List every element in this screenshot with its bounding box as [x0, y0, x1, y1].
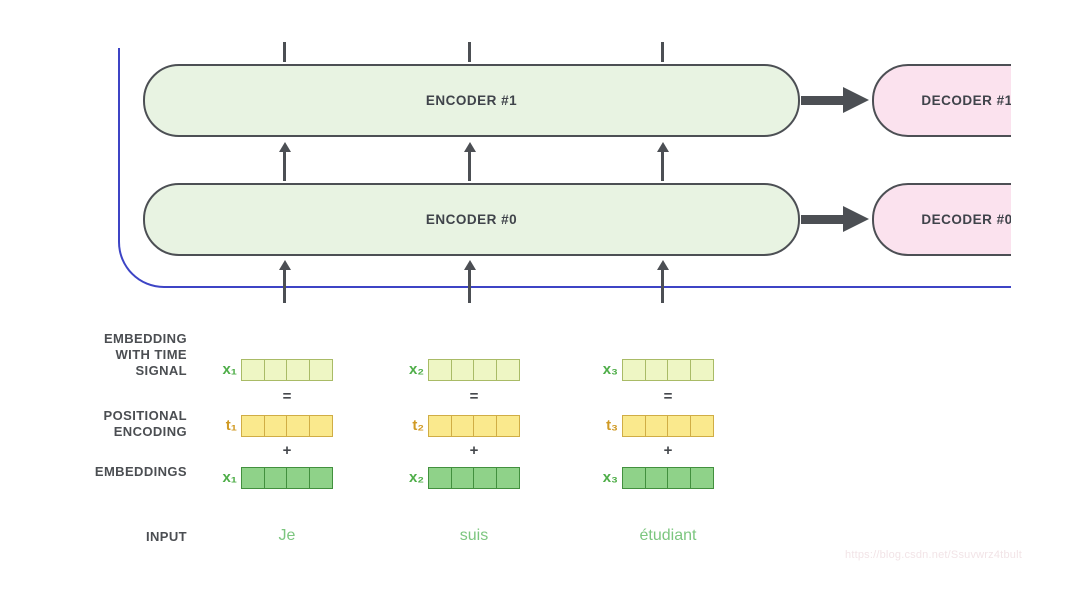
vector-cell [689, 415, 714, 437]
vector-cell [450, 359, 475, 381]
vector-cell [263, 467, 288, 489]
positional-vector-label: t₂ [412, 417, 424, 434]
arrow-right-icon [801, 96, 845, 105]
label-input: INPUT [146, 529, 187, 544]
arrow-right-icon [843, 87, 869, 113]
vector-cell [241, 415, 265, 437]
arrow-right-icon [801, 215, 845, 224]
vector-cell [286, 467, 310, 489]
decoder-0-label: DECODER #0 [921, 212, 1011, 227]
positional-vector-label: t₁ [225, 417, 237, 434]
embedding-vector-label: x₂ [408, 469, 424, 486]
output-line-icon [661, 42, 664, 62]
encoder-decoder-diagram: ENCODER #1 ENCODER #0 DECODER #1 DECODER… [0, 0, 1011, 312]
label-line: ENCODING [113, 424, 187, 439]
vector-cell [689, 359, 714, 381]
arrow-up-icon [661, 269, 664, 303]
token-column-2: x₂ = t₂ + x₂ suis [390, 355, 530, 555]
encoder-1-label: ENCODER #1 [425, 93, 518, 108]
vector-cell [667, 467, 691, 489]
vector-cell [495, 415, 520, 437]
arrow-up-icon [283, 151, 286, 181]
vector-cell [495, 467, 520, 489]
embedding-vector [241, 467, 333, 489]
vector-cell [308, 359, 333, 381]
vector-cell [308, 467, 333, 489]
label-line: POSITIONAL [103, 408, 187, 423]
vector-cell [241, 359, 265, 381]
label-line: EMBEDDING [103, 331, 187, 346]
encoder-0-box: ENCODER #0 [143, 183, 800, 256]
vector-cell [428, 415, 452, 437]
vector-cell [473, 415, 497, 437]
vector-cell [241, 467, 265, 489]
arrow-right-icon [843, 206, 869, 232]
output-line-icon [468, 42, 471, 62]
label-positional-encoding: POSITIONAL ENCODING [0, 408, 187, 440]
time-signal-vector [241, 359, 333, 381]
vector-cell [428, 467, 452, 489]
positional-encoding-vector [241, 415, 333, 437]
equals-sign: = [663, 388, 673, 405]
encoder-1-box: ENCODER #1 [143, 64, 800, 137]
vector-cell [622, 415, 646, 437]
vector-cell [644, 467, 669, 489]
watermark: https://blog.csdn.net/Ssuvwrz4tbult [845, 549, 1022, 561]
positional-vector-label: t₃ [606, 417, 618, 434]
decoder-1-box: DECODER #1 [872, 64, 1011, 137]
plus-sign: + [469, 442, 479, 459]
encoder-0-label: ENCODER #0 [425, 212, 518, 227]
vector-cell [644, 415, 669, 437]
embedding-vector [622, 467, 714, 489]
equals-sign: = [469, 388, 479, 405]
label-line: SIGNAL [135, 363, 187, 378]
time-signal-vector [428, 359, 520, 381]
vector-cell [286, 415, 310, 437]
time-signal-vector-label: x₁ [222, 361, 237, 378]
arrow-up-icon [283, 269, 286, 303]
vector-cell [622, 359, 646, 381]
input-word: Je [278, 527, 296, 544]
token-column-1: x₁ = t₁ + x₁ Je [203, 355, 343, 555]
label-embeddings: EMBEDDINGS [94, 464, 187, 479]
vector-cell [667, 359, 691, 381]
vector-cell [263, 415, 288, 437]
embedding-vector [428, 467, 520, 489]
decoder-0-box: DECODER #0 [872, 183, 1011, 256]
vector-cell [428, 359, 452, 381]
vector-cell [689, 467, 714, 489]
vector-cell [622, 467, 646, 489]
positional-encoding-vector [428, 415, 520, 437]
plus-sign: + [282, 442, 292, 459]
embedding-vector-label: x₃ [602, 469, 618, 486]
vector-cell [450, 467, 475, 489]
token-column-3: x₃ = t₃ + x₃ étudiant [584, 355, 724, 555]
arrow-up-icon [468, 151, 471, 181]
arrow-up-icon [661, 151, 664, 181]
vector-cell [667, 415, 691, 437]
vector-cell [495, 359, 520, 381]
output-line-icon [283, 42, 286, 62]
vector-cell [644, 359, 669, 381]
equals-sign: = [282, 388, 292, 405]
time-signal-vector [622, 359, 714, 381]
time-signal-vector-label: x₃ [602, 361, 618, 378]
decoder-1-label: DECODER #1 [921, 93, 1011, 108]
embedding-vector-label: x₁ [222, 469, 237, 486]
time-signal-vector-label: x₂ [408, 361, 424, 378]
arrow-up-icon [468, 269, 471, 303]
encoder-stack-container [118, 48, 1011, 288]
input-word: suis [459, 527, 489, 544]
plus-sign: + [663, 442, 673, 459]
label-embedding-with-time-signal: EMBEDDING WITH TIME SIGNAL [0, 331, 187, 379]
positional-encoding-vector [622, 415, 714, 437]
input-word: étudiant [639, 527, 697, 544]
vector-cell [473, 359, 497, 381]
label-line: WITH TIME [115, 347, 187, 362]
vector-cell [308, 415, 333, 437]
vector-cell [263, 359, 288, 381]
vector-cell [450, 415, 475, 437]
vector-cell [473, 467, 497, 489]
vector-cell [286, 359, 310, 381]
